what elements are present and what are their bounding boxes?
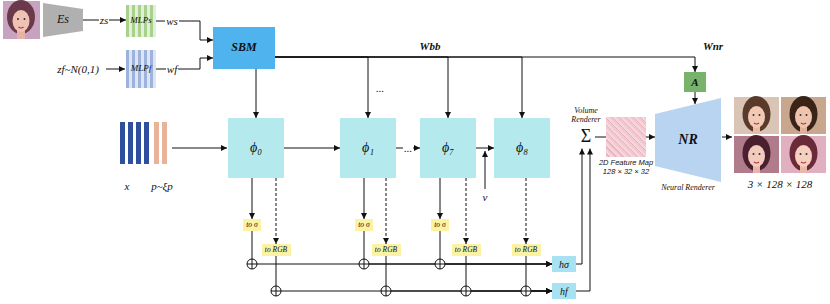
- connector: [386, 178, 387, 244]
- density-head: to σ: [431, 219, 449, 231]
- edge-label: ws: [165, 15, 179, 27]
- mlp-layer-box: ϕ₇: [420, 118, 476, 178]
- node-label: to RGB: [515, 246, 537, 254]
- rgb-head: to RGB: [452, 244, 481, 256]
- connector: [156, 58, 213, 69]
- connector: [476, 148, 494, 149]
- connector: [695, 92, 696, 104]
- rgb-head: to RGB: [372, 244, 401, 256]
- node-label: Es: [57, 13, 69, 26]
- node-label: Σ: [581, 127, 591, 147]
- annotation-label: x: [125, 180, 130, 192]
- annotation-label: v: [483, 191, 488, 203]
- node-label: hσ: [559, 259, 569, 270]
- node-label: ϕ₈: [516, 140, 528, 155]
- input-face: [3, 0, 40, 39]
- connector: [440, 178, 441, 219]
- node-label: SBM: [231, 41, 256, 54]
- connector: [364, 178, 365, 219]
- connector: [576, 149, 590, 292]
- mlp-layer-box: ϕ₁: [340, 118, 396, 178]
- connector: [275, 57, 448, 118]
- annotation-label: p~ξp: [151, 180, 173, 192]
- rgb-head: to RGB: [512, 244, 541, 256]
- encoder-trapezoid: Es: [43, 3, 83, 37]
- output-faces: [734, 96, 826, 173]
- affine-box: A: [684, 72, 706, 92]
- connector: [440, 231, 552, 264]
- connector: [526, 256, 552, 291]
- edge-label: ...: [403, 142, 413, 154]
- feature-map: 2D Feature Map128 × 32 × 32: [606, 117, 646, 157]
- node-label: NR: [678, 132, 697, 147]
- node-label: to σ: [434, 221, 445, 229]
- node-caption: Neural Renderer: [661, 184, 715, 193]
- node-label: MLPf: [131, 64, 152, 74]
- connector: [646, 137, 655, 138]
- connector: [275, 57, 522, 118]
- annotation-label: zf~N(0,1): [57, 63, 99, 75]
- node-label: ϕ₀: [250, 140, 262, 155]
- sbm-box: SBM: [213, 27, 275, 69]
- neural-renderer: NRNeural Renderer: [655, 98, 721, 182]
- edge-label: zs: [99, 14, 110, 26]
- mlp-layer-box: ϕ₀: [228, 118, 284, 178]
- node-label: hf: [560, 286, 568, 297]
- edge-label: Wnr: [702, 40, 724, 52]
- connector: [275, 57, 368, 118]
- node-label: ϕ₇: [442, 140, 454, 155]
- node-label: A: [691, 76, 698, 88]
- node-label: to RGB: [375, 246, 397, 254]
- connector: [284, 148, 340, 149]
- density-head: to σ: [243, 219, 261, 231]
- annotation-label: 3 × 128 × 128: [748, 178, 812, 190]
- node-label: to σ: [358, 221, 369, 229]
- connector: [276, 256, 552, 291]
- output-box: hf: [552, 283, 576, 299]
- connector: [526, 178, 527, 244]
- node-caption: Volume Renderer: [564, 107, 608, 125]
- connector: [252, 178, 253, 219]
- connector: [256, 69, 257, 118]
- node-label: to σ: [246, 221, 257, 229]
- node-label: to RGB: [455, 246, 477, 254]
- mlp-block: MLPf: [126, 50, 156, 88]
- connector: [252, 231, 552, 264]
- annotation-label: ...: [376, 82, 384, 94]
- connector: [466, 178, 467, 244]
- node-caption: 2D Feature Map: [599, 159, 653, 167]
- sum-circles: [247, 259, 531, 296]
- edge-label: wf: [166, 63, 178, 75]
- connector: [466, 256, 552, 291]
- node-label: MLPs: [130, 16, 152, 26]
- layout-arrows: [106, 69, 732, 189]
- node-caption: 128 × 32 × 32: [603, 168, 649, 176]
- mlp-layer-box: ϕ₈: [494, 118, 550, 178]
- density-head: to σ: [355, 219, 373, 231]
- input-bars: [120, 122, 167, 164]
- output-box: hσ: [552, 256, 576, 272]
- volume-renderer: Volume RendererΣ: [577, 126, 595, 149]
- connector: [364, 231, 552, 264]
- mlp-block: MLPs: [126, 5, 156, 37]
- connector: [595, 137, 606, 138]
- node-label: ϕ₁: [362, 140, 374, 155]
- rgb-head: to RGB: [262, 244, 291, 256]
- edge-label: Wbb: [419, 40, 442, 52]
- connector: [276, 178, 277, 244]
- connector: [576, 149, 582, 265]
- node-label: to RGB: [265, 246, 287, 254]
- connector: [275, 57, 695, 72]
